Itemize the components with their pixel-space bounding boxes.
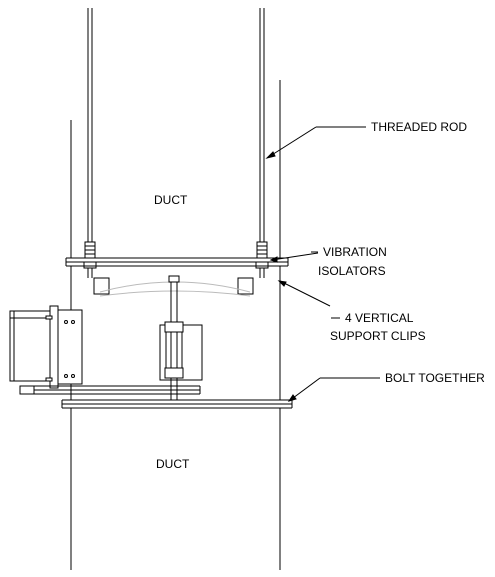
lower-duct-label: DUCT <box>156 457 190 471</box>
bolt-together-label: BOLT TOGETHER <box>385 371 485 385</box>
threaded-rod-right <box>259 8 265 278</box>
fan-shaft-assembly <box>164 275 184 400</box>
support-clips-label-line2: SUPPORT CLIPS <box>330 329 426 343</box>
support-clips-label-line1: 4 VERTICAL <box>345 311 414 325</box>
upper-duct <box>70 80 281 258</box>
lower-flange <box>61 399 293 409</box>
lower-duct <box>70 408 281 570</box>
vibration-isolators-label-line1: VIBRATION <box>323 245 387 259</box>
motor <box>9 305 83 389</box>
threaded-rod-label: THREADED ROD <box>371 120 467 134</box>
vibration-isolator-left <box>83 241 97 269</box>
vibration-isolator-right <box>255 241 269 269</box>
motor-base <box>19 385 201 395</box>
upper-flange <box>65 257 289 267</box>
vibration-isolators-label-line2: ISOLATORS <box>318 264 386 278</box>
leader-lines <box>265 126 380 402</box>
upper-duct-label: DUCT <box>154 193 188 207</box>
threaded-rod-left <box>87 8 93 278</box>
